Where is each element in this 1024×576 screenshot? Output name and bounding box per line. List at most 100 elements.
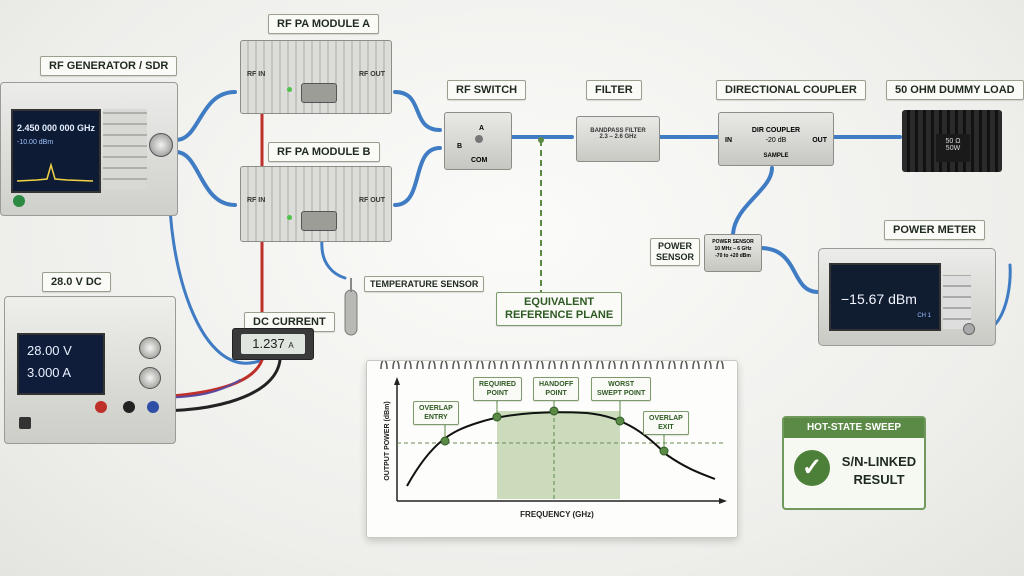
power-sensor: POWER SENSOR 10 MHz – 6 GHz -70 to +20 d… [704,234,762,272]
generator-level: -10.00 dBm [17,139,54,146]
reference-plane-label: EQUIVALENT REFERENCE PLANE [496,292,623,326]
psu-black-terminal[interactable] [123,401,135,413]
spiral-ring [668,359,676,370]
output-power-curve [406,411,716,487]
worst-swept-point-label: WORST SWEPT POINT [591,377,652,401]
power-meter-channel: CH 1 [917,313,931,319]
spiral-ring [428,359,436,370]
bandpass-filter: BANDPASS FILTER 2.3 – 2.6 GHz [576,116,660,162]
generator-keypad[interactable] [103,109,147,189]
spiral-ring [608,359,616,370]
generator-knob[interactable] [149,133,173,157]
spiral-ring [488,359,496,370]
switch-lever[interactable] [475,135,483,143]
psu-red-terminal[interactable] [95,401,107,413]
coupler-title: DIR COUPLER [751,127,801,134]
psu-current-knob[interactable] [139,367,161,389]
spiral-ring [524,359,532,370]
check-icon: ✓ [794,450,830,486]
rf-switch-label: RF SWITCH [447,80,527,100]
temperature-probe [344,289,358,336]
coax-gen-to-pa-b [174,150,237,207]
pa-b-rf-out: RF OUT [358,197,385,204]
spiral-ring [476,359,484,370]
temperature-sensor-label: TEMPERATURE SENSOR [364,276,485,292]
generator-frequency: 2.450 000 000 GHz [17,123,96,133]
rf-generator: 2.450 000 000 GHz -10.00 dBm [0,82,178,216]
pa-b-dsub-connector [301,211,337,231]
spiral-ring [560,359,568,370]
psu-voltage-knob[interactable] [139,337,161,359]
filter-text: BANDPASS FILTER 2.3 – 2.6 GHz [590,128,646,140]
dc-current-unit: A [288,341,294,350]
power-sensor-label: POWER SENSOR [650,238,701,266]
pa-a-led [287,87,292,92]
dc-current-label: DC CURRENT [244,312,335,332]
psu-current: 3.000 A [27,365,72,380]
result-badge: HOT-STATE SWEEP ✓ S/N-LINKED RESULT [782,416,926,510]
overlap-exit-label: OVERLAP EXIT [643,411,689,435]
spiral-ring [440,359,448,370]
generator-power-button[interactable] [13,195,25,207]
psu-power-switch[interactable] [19,417,31,429]
coax-gen-to-pa-a [174,90,237,142]
spectrum-trace [17,162,93,182]
spiral-ring [656,359,664,370]
pa-b-label: RF PA MODULE B [268,142,380,162]
sweep-notebook: FREQUENCY (GHz) OUTPUT POWER (dBm) OVERL… [366,359,738,538]
chart-ylabel: OUTPUT POWER (dBm) [384,401,391,480]
overlap-entry-label: OVERLAP ENTRY [413,401,459,425]
generator-screen: 2.450 000 000 GHz -10.00 dBm [11,109,101,193]
overlap-entry-point [440,436,450,446]
spiral-ring [452,359,460,370]
spiral-ring [584,359,592,370]
spiral-ring [464,359,472,370]
switch-port-com: COM [471,157,488,164]
overlap-exit-point [659,446,669,456]
dummy-load-label: 50 OHM DUMMY LOAD [886,80,1024,100]
pa-module-b: RF IN RF OUT [240,166,392,242]
dc-current-meter: 1.237 A [232,328,314,360]
coupler-out: OUT [812,137,827,144]
power-supply: 28.00 V 3.000 A [4,296,176,444]
spiral-ring [680,359,688,370]
spiral-ring [380,359,388,370]
psu-screen: 28.00 V 3.000 A [17,333,105,395]
pa-b-led [287,215,292,220]
spiral-ring [620,359,628,370]
switch-port-a: A [479,125,485,132]
spiral-ring [416,359,424,370]
power-meter-buttons[interactable] [943,275,971,329]
power-meter-reading: −15.67 dBm [841,291,917,307]
psu-blue-terminal[interactable] [147,401,159,413]
coax-pa-a-to-switch [393,90,442,132]
power-meter-connector [963,323,975,335]
spiral-ring [692,359,700,370]
psu-voltage: 28.00 V [27,343,72,358]
spiral-ring [512,359,520,370]
spiral-ring [632,359,640,370]
filter-label: FILTER [586,80,642,100]
spiral-ring [404,359,412,370]
chart-xlabel: FREQUENCY (GHz) [520,510,594,519]
pa-a-rf-out: RF OUT [358,71,385,78]
pa-module-a: RF IN RF OUT [240,40,392,114]
rf-generator-label: RF GENERATOR / SDR [40,56,178,76]
pa-a-dsub-connector [301,83,337,103]
load-watts: 50W [945,145,961,152]
coupler-in: IN [725,137,732,144]
dc-current-value: 1.237 [252,336,285,351]
coupler-sample: SAMPLE [763,153,789,159]
rf-switch: A B COM [444,112,512,170]
spiral-ring [500,359,508,370]
required-point [492,412,502,422]
pa-b-rf-in: RF IN [247,197,266,204]
psu-label: 28.0 V DC [42,272,111,292]
handoff-point [549,406,559,416]
spiral-ring [644,359,652,370]
coupler-value: -20 dB [765,137,787,144]
pa-a-label: RF PA MODULE A [268,14,380,34]
spiral-ring [536,359,544,370]
handoff-point-label: HANDOFF POINT [533,377,580,401]
notebook-spiral [380,359,724,370]
